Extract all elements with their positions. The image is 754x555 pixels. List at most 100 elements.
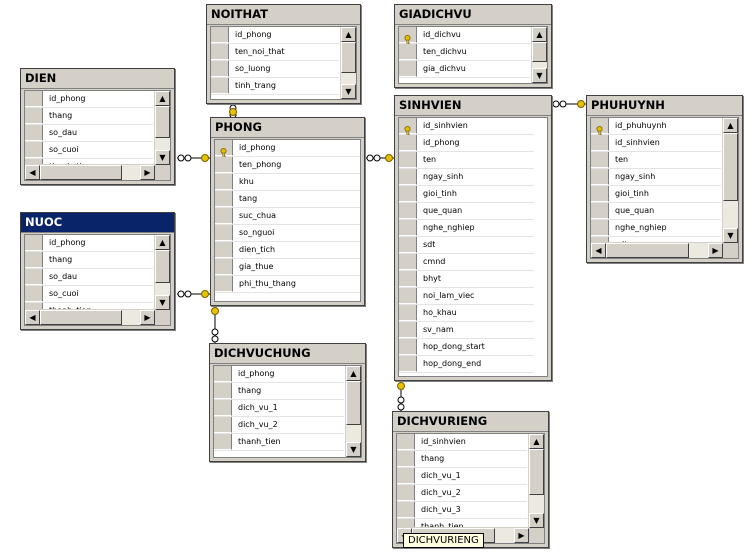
table-title[interactable]: NOITHAT <box>207 5 360 25</box>
column-row[interactable]: id_dichvu <box>399 27 530 45</box>
column-row[interactable]: ten_phong <box>215 157 360 174</box>
column-row[interactable]: suc_chua <box>215 208 360 225</box>
table-dien[interactable]: DIENid_phongthangso_dauso_cuoithanh_tien… <box>20 68 175 185</box>
column-row[interactable]: que_quan <box>399 203 534 220</box>
row-selector[interactable] <box>591 135 609 151</box>
scroll-up-arrow-icon[interactable]: ▲ <box>529 434 544 449</box>
column-row[interactable]: que_quan <box>591 203 721 220</box>
row-selector[interactable] <box>215 191 233 207</box>
row-selector[interactable] <box>591 186 609 202</box>
column-row[interactable]: cmnd <box>399 254 534 271</box>
column-row[interactable]: dich_vu_2 <box>214 417 344 434</box>
row-selector[interactable] <box>214 366 232 382</box>
horizontal-scrollbar[interactable]: ◀▶ <box>25 164 155 180</box>
table-title[interactable]: DICHVURIENG <box>393 412 548 432</box>
row-selector[interactable] <box>215 242 233 258</box>
row-selector[interactable] <box>25 235 43 251</box>
row-selector[interactable] <box>215 208 233 224</box>
column-row[interactable]: ten_dichvu <box>399 44 530 61</box>
vertical-scrollbar[interactable]: ▲▼ <box>531 27 547 83</box>
scroll-down-arrow-icon[interactable]: ▼ <box>532 68 547 83</box>
column-row[interactable]: ngay_sinh <box>399 169 534 186</box>
column-row[interactable]: id_phuhuynh <box>591 118 721 136</box>
row-selector[interactable] <box>211 44 229 60</box>
row-selector[interactable] <box>25 91 43 107</box>
row-selector[interactable] <box>25 125 43 141</box>
row-selector[interactable] <box>215 140 233 158</box>
column-row[interactable]: so_dau <box>25 269 153 286</box>
row-selector[interactable] <box>215 259 233 275</box>
column-row[interactable]: id_phong <box>25 235 153 252</box>
row-selector[interactable] <box>399 271 417 287</box>
column-row[interactable]: khu <box>215 174 360 191</box>
scroll-thumb[interactable] <box>155 106 170 139</box>
column-row[interactable]: gia_thue <box>215 259 360 276</box>
row-selector[interactable] <box>214 417 232 433</box>
column-row[interactable]: so_cuoi <box>25 142 153 159</box>
horizontal-scrollbar[interactable]: ◀▶ <box>591 242 723 258</box>
column-row[interactable]: so_cuoi <box>25 286 153 303</box>
row-selector[interactable] <box>399 322 417 338</box>
column-row[interactable]: bhyt <box>399 271 534 288</box>
column-row[interactable]: ten <box>399 152 534 169</box>
row-selector[interactable] <box>399 237 417 253</box>
scroll-down-arrow-icon[interactable]: ▼ <box>155 150 170 165</box>
scroll-up-arrow-icon[interactable]: ▲ <box>341 27 356 42</box>
scroll-thumb[interactable] <box>529 449 544 496</box>
row-selector[interactable] <box>25 142 43 158</box>
row-selector[interactable] <box>214 400 232 416</box>
column-row[interactable]: ngay_sinh <box>591 169 721 186</box>
column-row[interactable]: so_luong <box>211 61 339 78</box>
vertical-scrollbar[interactable]: ▲▼ <box>345 366 361 457</box>
column-row[interactable]: id_phong <box>25 91 153 108</box>
row-selector[interactable] <box>215 174 233 190</box>
column-row[interactable]: thang <box>25 108 153 125</box>
row-selector[interactable] <box>25 286 43 302</box>
column-row[interactable]: so_dau <box>25 125 153 142</box>
row-selector[interactable] <box>25 252 43 268</box>
scroll-thumb[interactable] <box>723 133 738 201</box>
row-selector[interactable] <box>399 186 417 202</box>
row-selector[interactable] <box>25 108 43 124</box>
column-row[interactable]: id_sinhvien <box>399 118 534 136</box>
column-row[interactable]: tang <box>215 191 360 208</box>
scroll-up-arrow-icon[interactable]: ▲ <box>155 235 170 250</box>
scroll-right-arrow-icon[interactable]: ▶ <box>140 165 155 180</box>
row-selector[interactable] <box>397 434 415 450</box>
table-title[interactable]: PHONG <box>211 118 364 138</box>
row-selector[interactable] <box>399 44 417 60</box>
column-row[interactable]: dich_vu_1 <box>214 400 344 417</box>
column-row[interactable]: id_phong <box>215 140 360 158</box>
column-row[interactable]: id_phong <box>211 27 339 44</box>
column-row[interactable]: phi_thu_thang <box>215 276 360 293</box>
column-row[interactable]: thang <box>214 383 344 400</box>
row-selector[interactable] <box>211 78 229 94</box>
column-row[interactable]: id_sinhvien <box>591 135 721 152</box>
scroll-thumb[interactable] <box>341 42 356 73</box>
table-title[interactable]: NUOC <box>21 213 174 233</box>
horizontal-scrollbar[interactable]: ◀▶ <box>25 309 155 325</box>
column-row[interactable]: thang <box>25 252 153 269</box>
vertical-scrollbar[interactable]: ▲▼ <box>722 118 738 243</box>
row-selector[interactable] <box>214 383 232 399</box>
row-selector[interactable] <box>399 118 417 136</box>
column-row[interactable]: noi_lam_viec <box>399 288 534 305</box>
row-selector[interactable] <box>399 339 417 355</box>
row-selector[interactable] <box>397 485 415 501</box>
column-row[interactable]: tinh_trang <box>211 78 339 95</box>
row-selector[interactable] <box>399 152 417 168</box>
scroll-down-arrow-icon[interactable]: ▼ <box>529 513 544 528</box>
column-row[interactable]: id_phong <box>214 366 344 383</box>
scroll-thumb[interactable] <box>346 381 361 426</box>
vertical-scrollbar[interactable]: ▲▼ <box>154 91 170 165</box>
scroll-down-arrow-icon[interactable]: ▼ <box>723 228 738 243</box>
row-selector[interactable] <box>215 157 233 173</box>
row-selector[interactable] <box>399 288 417 304</box>
row-selector[interactable] <box>211 27 229 43</box>
column-row[interactable]: so_nguoi <box>215 225 360 242</box>
